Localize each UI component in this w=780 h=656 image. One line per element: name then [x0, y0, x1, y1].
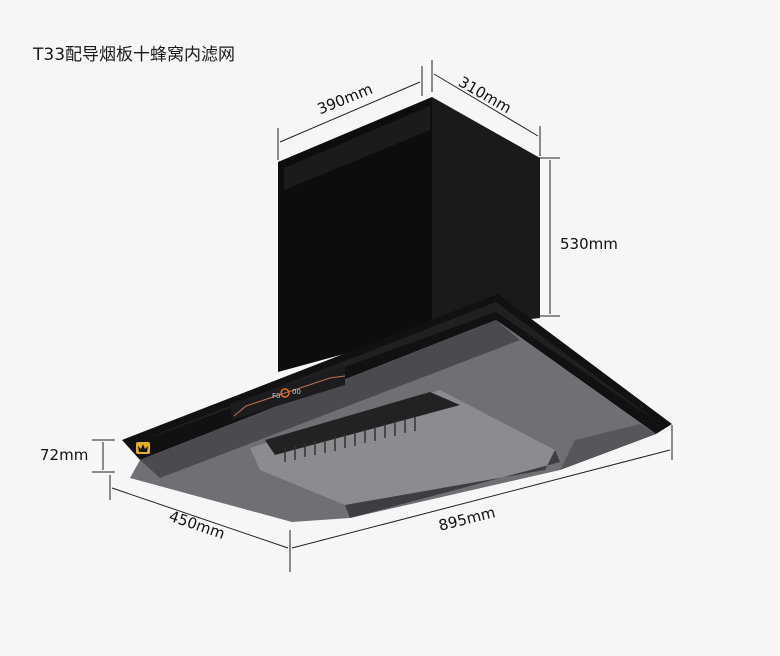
dimension-lines	[92, 60, 673, 572]
dim-line-310	[433, 73, 539, 137]
timer-display: 00	[292, 388, 301, 396]
mode-display: F0	[272, 392, 280, 400]
dim-line-390	[279, 81, 421, 143]
filter-grille	[284, 417, 416, 462]
label-hood-height: 72mm	[40, 446, 89, 464]
product-title: T33配导烟板十蜂窝内滤网	[33, 45, 236, 65]
dim-line-895	[291, 449, 671, 549]
filter-plate	[250, 390, 555, 505]
chimney-side	[432, 97, 540, 330]
dim-line-450	[111, 487, 289, 549]
label-chimney-height: 530mm	[560, 235, 618, 253]
brand-badge-icon	[136, 442, 150, 454]
power-button-icon[interactable]	[280, 388, 290, 398]
